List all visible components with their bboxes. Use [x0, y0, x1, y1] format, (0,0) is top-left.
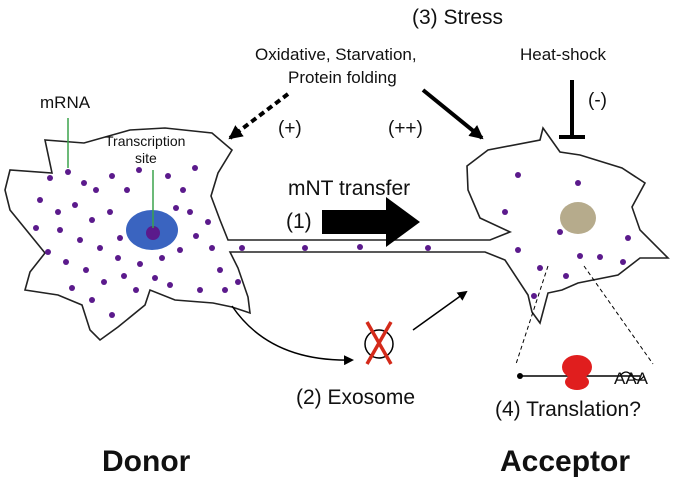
mrna-dot — [45, 249, 51, 255]
mrna-dot — [563, 273, 569, 279]
mrna-dot — [63, 259, 69, 265]
mrna-dot — [57, 227, 63, 233]
mrna-dot — [205, 219, 211, 225]
plus-plus-label: (++) — [388, 118, 423, 139]
mrna-dot — [83, 267, 89, 273]
mrna-dot — [137, 261, 143, 267]
mrna-dot — [121, 273, 127, 279]
translation-label: (4) Translation? — [495, 398, 641, 421]
mrna-dot — [77, 237, 83, 243]
mrna-dot — [597, 254, 603, 260]
mrna-dot — [357, 244, 363, 250]
acceptor-nucleus — [560, 202, 596, 234]
mrna-dot — [180, 187, 186, 193]
mrna-dot — [107, 209, 113, 215]
zoom-line-right — [583, 265, 654, 365]
acceptor-title: Acceptor — [500, 445, 630, 478]
mrna-dot — [136, 167, 142, 173]
mrna-dot — [101, 279, 107, 285]
mrna-dot — [109, 312, 115, 318]
minus-label: (-) — [588, 90, 607, 111]
exosome-curve-to — [231, 305, 354, 366]
mrna-dot — [620, 259, 626, 265]
mrna-dot — [187, 209, 193, 215]
plus-label: (+) — [278, 118, 302, 139]
mrna-dot — [97, 245, 103, 251]
heat-shock-label: Heat-shock — [520, 45, 606, 64]
mrna-dot — [625, 235, 631, 241]
mrna-dot — [537, 265, 543, 271]
mrna-strand-wave — [619, 371, 645, 381]
mrna-dot — [425, 245, 431, 251]
mrna-dot — [37, 197, 43, 203]
mrna-dot — [89, 217, 95, 223]
mrna-dot — [133, 287, 139, 293]
mrna-dot — [302, 245, 308, 251]
stress-types-line1: Oxidative, Starvation, — [255, 45, 417, 64]
mrna-dots — [33, 165, 631, 318]
mrna-dot — [152, 275, 158, 281]
mrna-dot — [55, 209, 61, 215]
step1-label: (1) — [286, 210, 312, 233]
mrna-dot — [167, 282, 173, 288]
exosome-arrow-from — [412, 290, 468, 331]
mrna-dot — [33, 225, 39, 231]
mrna-dot — [173, 205, 179, 211]
mrna-dot — [124, 187, 130, 193]
plus-plus-arrow — [421, 88, 484, 140]
mrna-label: mRNA — [40, 93, 91, 112]
mrna-dot — [515, 247, 521, 253]
mrna-dot — [72, 202, 78, 208]
mrna-dot — [117, 235, 123, 241]
mrna-dot — [502, 209, 508, 215]
transcription-site-label-line1: Transcription — [105, 133, 185, 149]
mrna-dot — [239, 245, 245, 251]
exosome-circle — [364, 329, 394, 359]
mrna-dot — [159, 255, 165, 261]
mrna-dot — [217, 267, 223, 273]
stress-types-line2: Protein folding — [288, 68, 397, 87]
mnt-transfer-arrow — [322, 197, 420, 247]
plus-dashed-arrow — [228, 92, 290, 140]
mrna-dot — [515, 172, 521, 178]
mrna-dot — [165, 173, 171, 179]
mrna-dot — [193, 233, 199, 239]
exosome-block-x-b — [365, 321, 393, 365]
mrna-dot — [109, 173, 115, 179]
mrna-dot — [235, 279, 241, 285]
mrna-dot — [115, 255, 121, 261]
mnt-transfer-label: mNT transfer — [288, 177, 410, 200]
mrna-dot — [65, 169, 71, 175]
mrna-dot — [89, 297, 95, 303]
mrna-dot — [81, 180, 87, 186]
exosome-label: (2) Exosome — [296, 386, 415, 409]
mrna-dot — [177, 247, 183, 253]
mrna-dot — [577, 253, 583, 259]
ribosome-small-subunit — [565, 374, 589, 390]
mrna-dot — [69, 285, 75, 291]
mrna-dot — [575, 180, 581, 186]
ribosome-large-subunit — [562, 355, 592, 379]
mrna-dot — [192, 165, 198, 171]
mrna-dot — [531, 293, 537, 299]
mrna-dot — [557, 229, 563, 235]
mrna-dot — [209, 245, 215, 251]
mrna-dot — [222, 287, 228, 293]
mrna-dot — [93, 187, 99, 193]
donor-cell-outline — [4, 126, 670, 342]
donor-title: Donor — [102, 445, 191, 478]
transcription-site-label-line2: site — [135, 150, 157, 166]
mrna-dot — [197, 287, 203, 293]
transcription-site-dot — [146, 226, 160, 240]
mrna-dot — [47, 175, 53, 181]
stress-title: (3) Stress — [412, 6, 503, 29]
zoom-line-left — [515, 265, 549, 365]
poly-a-label: AAA — [614, 369, 649, 388]
